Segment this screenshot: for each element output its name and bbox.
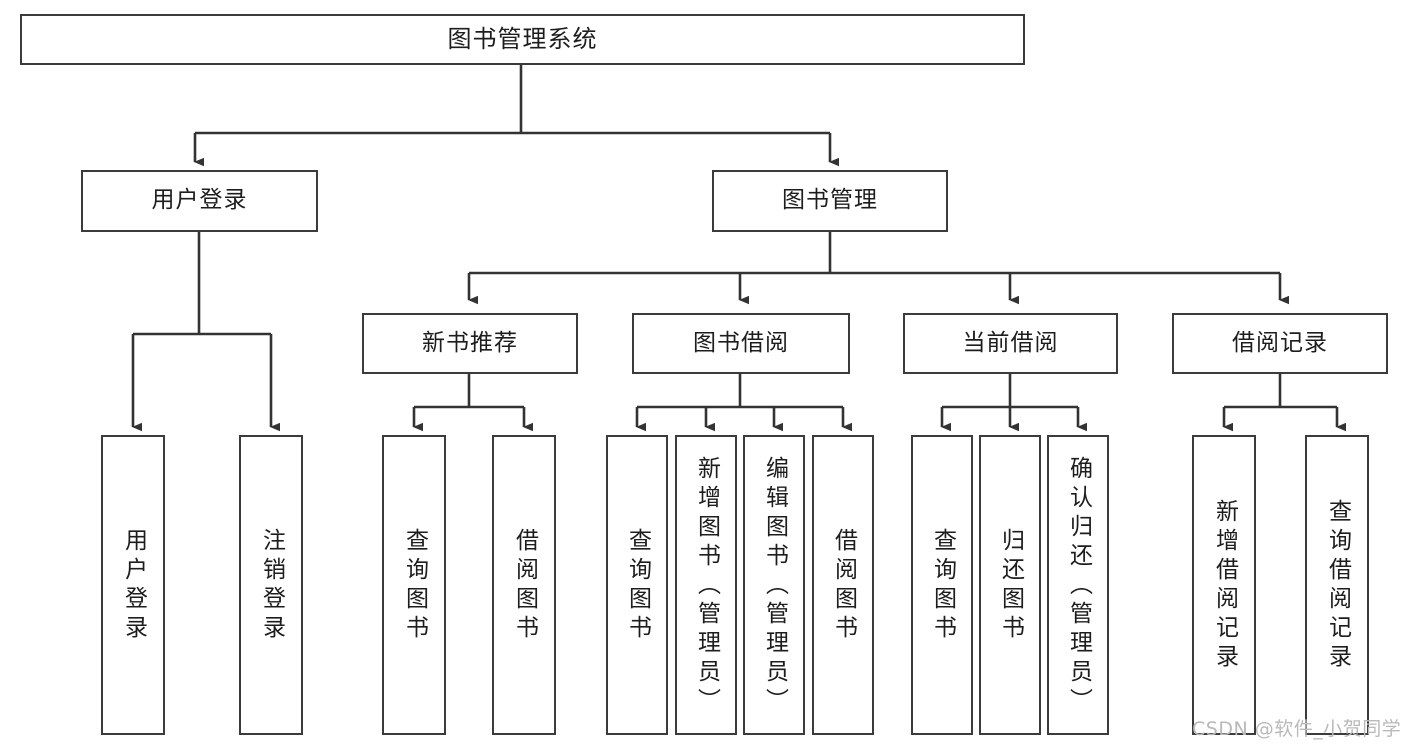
node-book-manage[interactable]: 图书管理 (712, 170, 948, 232)
node-root-label: 图书管理系统 (447, 25, 598, 54)
node-book-manage-label: 图书管理 (782, 187, 878, 214)
leaf-user-login-label: 用户登录 (120, 528, 147, 644)
leaf-add-record-label: 新增借阅记录 (1211, 499, 1238, 673)
leaf-add-book-label: 新增图书（管理员） (693, 455, 720, 717)
leaf-borrow-book-1[interactable]: 借阅图书 (492, 435, 556, 735)
leaf-logout[interactable]: 注销登录 (239, 435, 303, 735)
node-current-borrow[interactable]: 当前借阅 (903, 313, 1118, 374)
node-new-book-rec-label: 新书推荐 (422, 329, 518, 356)
leaf-borrow-book-2-label: 借阅图书 (830, 528, 857, 644)
leaf-return-book-label: 归还图书 (997, 528, 1024, 644)
leaf-query-book-2-label: 查询图书 (624, 528, 651, 644)
node-root[interactable]: 图书管理系统 (20, 14, 1025, 65)
leaf-borrow-book-1-label: 借阅图书 (511, 528, 538, 644)
leaf-confirm-return-label: 确认归还（管理员） (1065, 455, 1092, 717)
leaf-query-book-1-label: 查询图书 (401, 528, 428, 644)
node-book-borrow[interactable]: 图书借阅 (632, 313, 850, 374)
node-user-login[interactable]: 用户登录 (81, 170, 318, 232)
leaf-query-book-3-label: 查询图书 (929, 528, 956, 644)
leaf-query-book-2[interactable]: 查询图书 (606, 435, 668, 735)
leaf-query-record-label: 查询借阅记录 (1324, 499, 1351, 673)
node-new-book-rec[interactable]: 新书推荐 (362, 313, 578, 374)
node-book-borrow-label: 图书借阅 (693, 329, 789, 356)
leaf-user-login[interactable]: 用户登录 (101, 435, 165, 735)
leaf-edit-book[interactable]: 编辑图书（管理员） (743, 435, 805, 735)
leaf-borrow-book-2[interactable]: 借阅图书 (812, 435, 874, 735)
leaf-return-book[interactable]: 归还图书 (979, 435, 1041, 735)
leaf-confirm-return[interactable]: 确认归还（管理员） (1047, 435, 1109, 735)
leaf-add-record[interactable]: 新增借阅记录 (1192, 435, 1256, 735)
leaf-logout-label: 注销登录 (258, 528, 285, 644)
node-borrow-record-label: 借阅记录 (1232, 329, 1328, 356)
node-user-login-label: 用户登录 (151, 187, 248, 214)
watermark: CSDN @软件_小贺同学 (1192, 718, 1402, 740)
leaf-query-record[interactable]: 查询借阅记录 (1305, 435, 1369, 735)
leaf-edit-book-label: 编辑图书（管理员） (761, 455, 788, 717)
leaf-query-book-1[interactable]: 查询图书 (382, 435, 446, 735)
node-current-borrow-label: 当前借阅 (962, 329, 1059, 356)
leaf-add-book[interactable]: 新增图书（管理员） (675, 435, 737, 735)
leaf-query-book-3[interactable]: 查询图书 (911, 435, 973, 735)
node-borrow-record[interactable]: 借阅记录 (1172, 313, 1388, 374)
